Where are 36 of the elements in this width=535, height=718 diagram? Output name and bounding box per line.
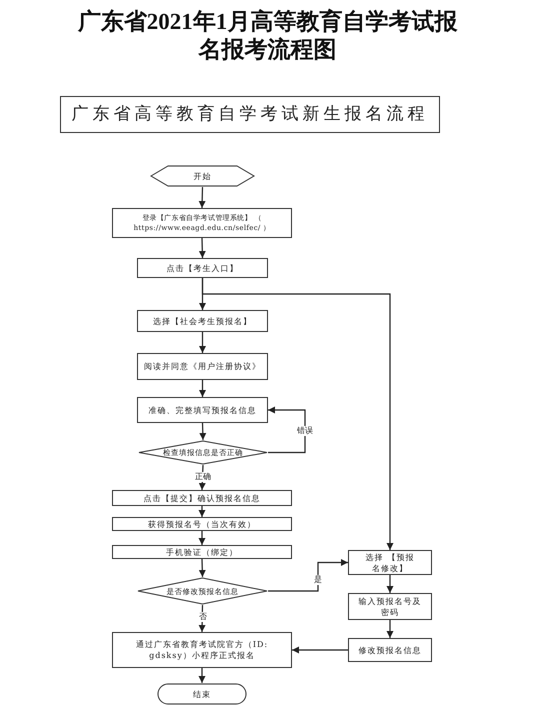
- process-box: 手机验证（绑定）: [112, 545, 292, 559]
- arrow: [199, 380, 206, 397]
- title: 广东省2021年1月高等教育自学考试报名报考流程图: [76, 8, 458, 64]
- arrow: [202, 278, 394, 550]
- arrow: [386, 575, 394, 593]
- process-box: 点击【提交】确认预报名信息: [112, 490, 292, 506]
- heading-box: 广东省高等教育自学考试新生报名流程: [60, 96, 440, 133]
- arrow: [199, 332, 206, 353]
- arrow: [198, 464, 206, 490]
- process-box: 输入预报名号及密码: [348, 593, 432, 620]
- arrow: [198, 668, 206, 683]
- arrow: [198, 238, 206, 258]
- process-box: 阅读并同意《用户注册协议》: [137, 353, 268, 380]
- arrow: [198, 558, 206, 578]
- arrow: [198, 604, 206, 632]
- arrow: [268, 559, 348, 592]
- process-box: 获得预报名号（当次有效）: [112, 517, 292, 531]
- process-box: 选择【社会考生预报名】: [137, 310, 268, 332]
- process-box: 准确、完整填写预报名信息: [137, 397, 268, 423]
- arrow: [292, 646, 348, 654]
- process-box: 修改预报名信息: [348, 638, 432, 662]
- process-box: 通过广东省教育考试院官方（ID: gdsksy）小程序正式报名: [112, 632, 292, 668]
- arrow: [268, 406, 306, 454]
- arrow: [198, 531, 206, 545]
- edge-label: 正确: [194, 472, 212, 482]
- process-box: 点击【考生入口】: [137, 258, 268, 278]
- arrow: [198, 506, 206, 517]
- process-box: 选择 【预报名修改】: [348, 550, 432, 575]
- arrow: [198, 186, 206, 208]
- edge-label: 是: [313, 575, 323, 585]
- arrow: [199, 422, 206, 440]
- arrow: [386, 620, 394, 638]
- edge-label: 错误: [296, 426, 314, 436]
- end-terminal: 结束: [157, 683, 247, 705]
- edge-label: 否: [198, 612, 208, 622]
- start-hexagon: 开始: [150, 165, 255, 187]
